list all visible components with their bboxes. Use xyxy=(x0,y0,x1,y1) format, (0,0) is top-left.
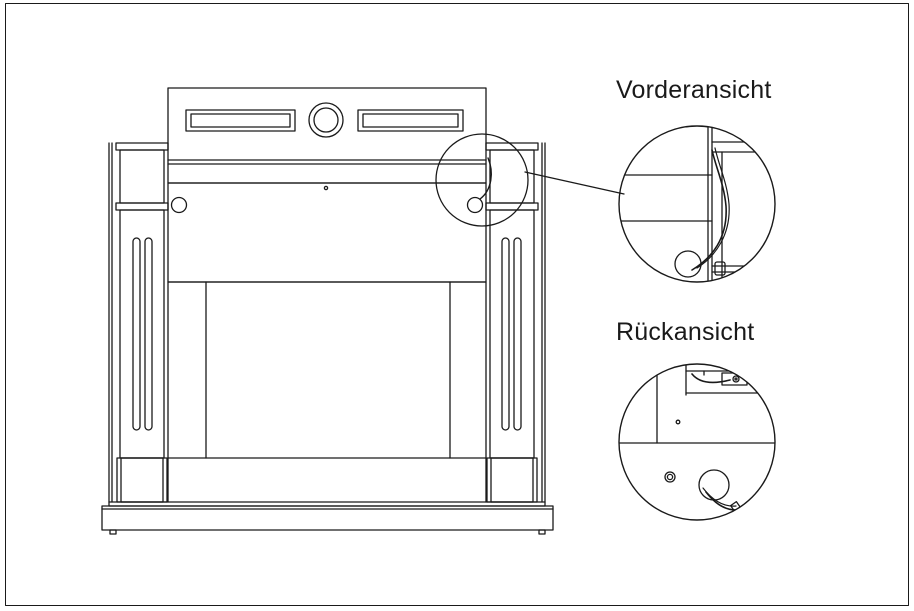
detail-connector-line xyxy=(525,172,624,194)
front-view-detail xyxy=(610,120,790,290)
detail-highlight-circle xyxy=(436,134,528,226)
top-panel xyxy=(168,88,486,183)
firebox-opening xyxy=(168,282,486,458)
middle-board xyxy=(168,158,491,282)
right-column xyxy=(486,143,545,502)
fireplace-surround xyxy=(102,88,624,534)
left-column xyxy=(109,143,168,502)
outer-frame xyxy=(6,4,909,606)
rear-view-detail xyxy=(610,360,790,520)
rear-view-label: Rückansicht xyxy=(616,318,755,346)
front-view-label: Vorderansicht xyxy=(616,76,772,104)
hearth-base xyxy=(102,458,553,534)
